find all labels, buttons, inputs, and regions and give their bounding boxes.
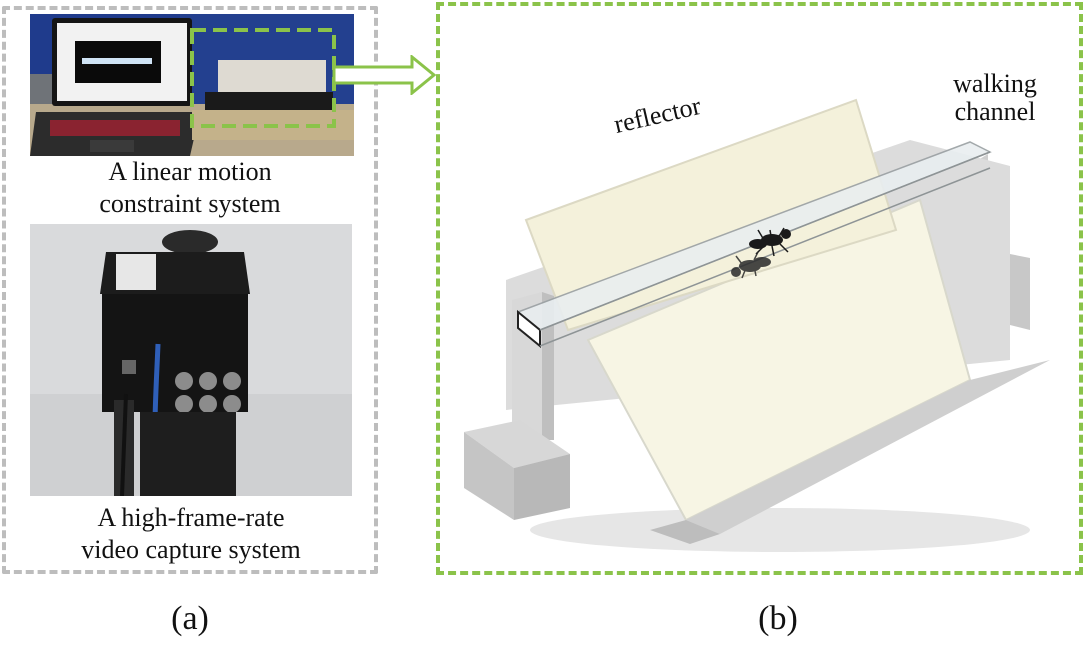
walking-channel-label: walking channel	[930, 70, 1060, 126]
ant-icon	[749, 227, 791, 257]
linear-motion-photo	[30, 14, 354, 156]
top-caption: A linear motion constraint system	[40, 156, 340, 220]
bottom-caption: A high-frame-rate video capture system	[30, 502, 352, 566]
panel-a-frame	[2, 6, 378, 574]
bottom-caption-line2: video capture system	[81, 535, 301, 564]
walking-channel-line2: channel	[954, 97, 1036, 126]
ant-reflection-icon	[731, 251, 771, 279]
connector-arrow	[332, 55, 437, 95]
linear-motion-photo-art	[30, 14, 354, 156]
panel-a-label: (a)	[171, 600, 209, 637]
walking-channel-line1: walking	[953, 69, 1037, 98]
panel-b-label: (b)	[758, 600, 798, 637]
camera-photo-art	[30, 224, 352, 496]
camera-photo	[30, 224, 352, 496]
top-caption-line2: constraint system	[99, 189, 281, 218]
top-caption-line1: A linear motion	[108, 157, 272, 186]
apparatus-render	[464, 98, 1050, 552]
bottom-caption-line1: A high-frame-rate	[97, 503, 285, 532]
panel-b-frame	[436, 2, 1083, 575]
